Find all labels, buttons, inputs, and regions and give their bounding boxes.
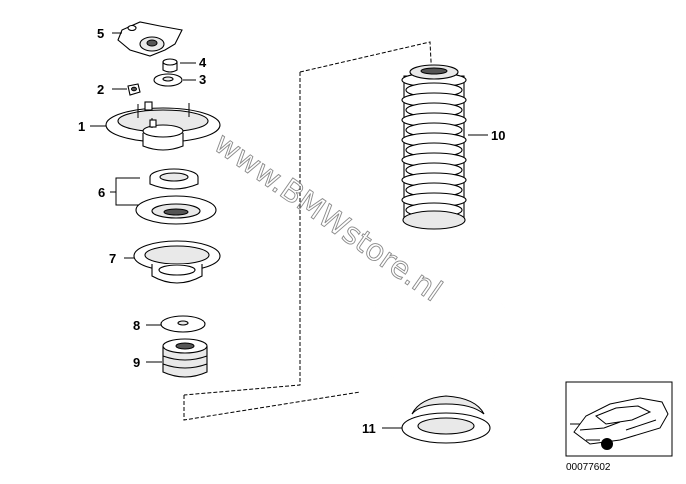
- callout-9: 9: [133, 355, 140, 370]
- part-3-washer[interactable]: [153, 73, 183, 87]
- location-marker-icon: [601, 438, 613, 450]
- callout-6: 6: [98, 185, 105, 200]
- vehicle-thumbnail: [565, 381, 673, 457]
- callout-1: 1: [78, 119, 85, 134]
- callout-10: 10: [491, 128, 505, 143]
- part-4-nut[interactable]: [162, 58, 178, 73]
- callout-8: 8: [133, 318, 140, 333]
- part-11-lower-spring-pad[interactable]: [401, 395, 491, 444]
- callout-11: 11: [362, 421, 376, 436]
- part-6-bearing-upper[interactable]: [149, 168, 199, 190]
- coil-spring[interactable]: [375, 245, 505, 385]
- callout-7: 7: [109, 251, 116, 266]
- part-2-hex-nut[interactable]: [127, 83, 141, 96]
- part-5-top-plate[interactable]: [117, 21, 183, 57]
- assembly-outline: [183, 41, 433, 421]
- part-6-bearing-lower[interactable]: [135, 195, 217, 225]
- callout-2: 2: [97, 82, 104, 97]
- callout-4: 4: [199, 55, 207, 70]
- part-1-support-mount[interactable]: [105, 101, 221, 151]
- part-8-disc[interactable]: [160, 315, 206, 333]
- callout-5: 5: [97, 26, 104, 41]
- part-7-spring-support[interactable]: [133, 240, 221, 284]
- part-10-protective-boot[interactable]: [401, 64, 467, 230]
- reference-number: 00077602: [566, 462, 611, 473]
- callout-3: 3: [199, 72, 206, 87]
- part-9-bump-stop[interactable]: [162, 338, 208, 378]
